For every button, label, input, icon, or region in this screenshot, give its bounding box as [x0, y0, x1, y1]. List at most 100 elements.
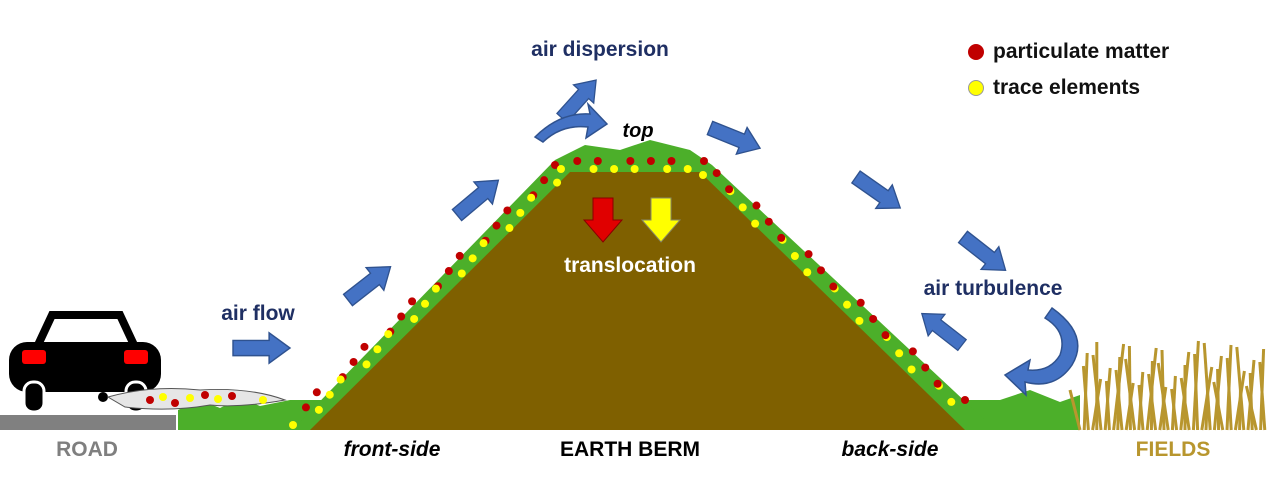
- grass-blade: [1258, 361, 1267, 431]
- earth-berm: [310, 172, 965, 430]
- yellow-dot-icon: [968, 80, 984, 96]
- trace-dot: [843, 300, 852, 309]
- trace-dot: [259, 396, 267, 404]
- grass-blade: [1091, 354, 1103, 431]
- particulate-dot: [764, 217, 773, 226]
- translocation-arrow-yellow: [640, 197, 682, 243]
- arrow-down-slope-2: [953, 224, 1016, 283]
- trace-dot: [325, 390, 334, 399]
- trace-dot: [457, 269, 466, 278]
- trace-dot: [683, 165, 692, 173]
- grass-blade: [1225, 357, 1233, 431]
- particulate-dot: [777, 233, 786, 242]
- particulate-dot: [201, 391, 209, 399]
- particulate-dot: [573, 157, 582, 165]
- translocation-arrow-red: [582, 197, 624, 243]
- particulate-dot: [492, 221, 501, 230]
- exhaust-cloud: [106, 388, 287, 410]
- label-fields: FIELDS: [1135, 438, 1211, 461]
- trace-dot: [421, 299, 430, 308]
- particulate-dot: [228, 392, 236, 400]
- particulate-dot: [961, 396, 969, 404]
- arrow-turbulence-curve: [1003, 306, 1079, 397]
- particulate-dot: [626, 157, 635, 165]
- label-air-dispersion: air dispersion: [531, 38, 669, 61]
- legend-label: trace elements: [993, 76, 1141, 99]
- grass-blade: [1156, 362, 1170, 431]
- trace-dot: [803, 268, 812, 277]
- particulate-dot: [312, 388, 321, 397]
- particulate-dot: [397, 312, 406, 321]
- trace-dot: [373, 345, 382, 354]
- label-road: ROAD: [56, 438, 118, 461]
- trace-dot: [699, 171, 707, 179]
- particulate-dot: [933, 379, 942, 388]
- grass-blade: [1244, 385, 1258, 431]
- grass-blade: [1104, 380, 1111, 431]
- particulate-dot: [829, 282, 838, 291]
- arrow-dispersion-curve: [533, 101, 609, 143]
- arrow-air-flow: [232, 332, 291, 364]
- trace-dot: [186, 394, 194, 402]
- grass-blade: [1137, 384, 1145, 431]
- particulate-dot: [856, 298, 865, 307]
- trace-dot: [610, 165, 619, 173]
- grass-blade: [1081, 365, 1090, 431]
- particulate-dot: [881, 331, 890, 340]
- label-translocation: translocation: [564, 254, 696, 277]
- particulate-dot: [667, 157, 676, 165]
- trace-dot: [214, 395, 222, 403]
- particulate-dot: [551, 161, 559, 169]
- grass-blade: [1147, 373, 1158, 431]
- trace-dot: [790, 252, 799, 261]
- grass-blade: [1179, 377, 1191, 431]
- trace-dot: [630, 165, 639, 173]
- trace-dot: [663, 165, 672, 173]
- grass-blade: [1114, 369, 1124, 431]
- label-air-flow: air flow: [221, 302, 295, 325]
- particulate-dot: [804, 250, 813, 259]
- particulate-dot: [700, 157, 708, 165]
- legend-item-trace: trace elements: [968, 76, 1140, 100]
- trace-dot: [907, 365, 916, 374]
- label-back-side: back-side: [841, 438, 939, 461]
- particulate-dot: [712, 169, 721, 178]
- particulate-dot: [360, 342, 369, 351]
- trace-dot: [384, 330, 393, 339]
- grass-blade: [1124, 358, 1137, 431]
- exhaust-particles: [146, 391, 267, 407]
- particulate-dot: [816, 266, 825, 275]
- trace-dot: [855, 316, 864, 325]
- trace-dot: [738, 203, 747, 212]
- grass-blade: [1068, 389, 1082, 431]
- trace-dot: [895, 349, 904, 358]
- trace-dot: [589, 165, 598, 173]
- field-grass: [1068, 340, 1267, 431]
- trace-dot: [431, 284, 440, 293]
- label-earth-berm: EARTH BERM: [560, 438, 700, 461]
- trace-dot: [159, 393, 167, 401]
- arrow-turbulence-up: [912, 302, 972, 357]
- particulate-dot: [444, 267, 453, 276]
- particulate-dot: [171, 399, 179, 407]
- label-air-turbulence: air turbulence: [923, 277, 1063, 300]
- trace-dot: [751, 219, 760, 228]
- trace-dot: [289, 421, 297, 429]
- arrow-down-slope-1: [847, 164, 910, 221]
- particulate-dot: [455, 251, 464, 260]
- particulate-dot: [593, 157, 602, 165]
- arrow-up-slope-2: [447, 168, 509, 227]
- particulate-dot: [146, 396, 154, 404]
- grass-blade: [1170, 388, 1179, 431]
- label-top: top: [622, 120, 654, 142]
- trace-dot: [527, 193, 536, 202]
- particulate-dot: [301, 403, 310, 412]
- trace-dot: [947, 397, 956, 406]
- particulate-dot: [408, 297, 417, 306]
- particulate-dot: [725, 185, 734, 194]
- particulate-dot: [349, 357, 358, 366]
- trace-dot: [362, 360, 371, 369]
- grass-blade: [1193, 353, 1200, 431]
